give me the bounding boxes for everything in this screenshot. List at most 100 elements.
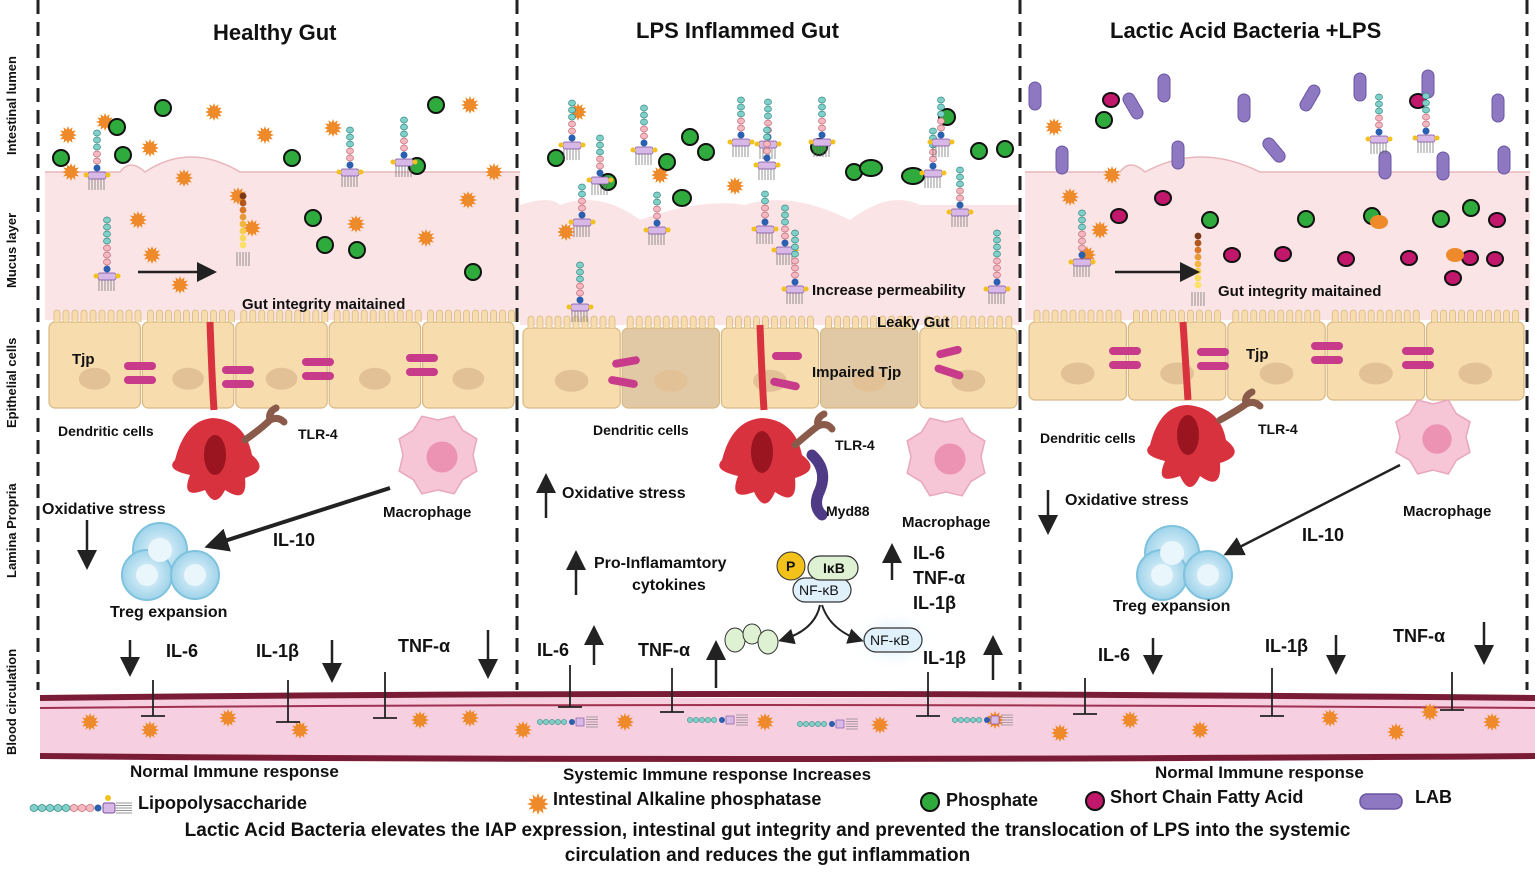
- epithelial-cell: [1425, 321, 1525, 401]
- lps-molecule: [952, 714, 1013, 726]
- iap-particle: [1045, 118, 1063, 136]
- lps-molecule: [983, 229, 1011, 304]
- iap-particle: [1446, 248, 1464, 262]
- phosphate-particle: [672, 189, 692, 207]
- scfa-particle: [1110, 208, 1128, 224]
- iap-particle: [1421, 703, 1439, 721]
- dendritic-label-lps: Dendritic cells: [593, 422, 689, 438]
- lps-molecule: [781, 229, 809, 304]
- macrophages: [398, 399, 1471, 497]
- scfa-particle: [1102, 92, 1120, 108]
- tight-junction: [936, 345, 962, 359]
- iap-particle: [459, 191, 477, 209]
- epithelial-cell: [522, 327, 621, 409]
- response-label-lps: Systemic Immune response Increases: [563, 765, 872, 784]
- cell-nucleus: [172, 367, 204, 390]
- tight-junction: [934, 364, 964, 380]
- iap-particle: [871, 716, 889, 734]
- scfa-particle: [1444, 270, 1462, 286]
- lps-molecule: [1365, 93, 1393, 154]
- phosphate-particle: [970, 142, 988, 160]
- mucus-layer-healthy: [45, 156, 520, 320]
- iap-particle: [1321, 709, 1339, 727]
- legend-lps-icon: [29, 795, 132, 814]
- epithelial-cell: [1127, 321, 1227, 401]
- dendritic-cell-lab: [1147, 321, 1264, 487]
- iap-particle: [205, 103, 223, 121]
- tight-junction: [770, 377, 800, 391]
- iap-particle: [651, 166, 669, 184]
- lps-molecule: [751, 190, 779, 244]
- iap-particle: [726, 177, 744, 195]
- cell-nucleus: [554, 369, 589, 392]
- phosphate-particle: [1201, 211, 1219, 229]
- label-lamina-propria: Lamina Propria: [4, 483, 19, 578]
- lab-bacterium: [1171, 140, 1185, 170]
- caption-line2: circulation and reduces the gut inflamma…: [564, 845, 971, 866]
- lps-molecule: [643, 191, 671, 245]
- iap-particle: [461, 96, 479, 114]
- legend-iap-icon: [527, 793, 549, 815]
- lab-bacterium: [1491, 93, 1505, 123]
- tight-junction: [1311, 342, 1343, 350]
- tjp-label-lab: Tjp: [1246, 346, 1269, 363]
- label-epithelial-cells: Epithelial cells: [4, 337, 19, 428]
- iap-particles: [59, 96, 1501, 742]
- phosphate-particle: [304, 209, 322, 227]
- tlr4-label-lps: TLR-4: [835, 437, 875, 453]
- impaired-tjp-label: Impaired Tjp: [812, 364, 902, 381]
- dendritic-cell-healthy: [172, 321, 288, 500]
- scfa-particle: [1488, 212, 1506, 228]
- phosphate-particle: [996, 140, 1014, 158]
- phosphate-particle: [681, 128, 699, 146]
- nfkb-complex: [724, 551, 938, 672]
- cytokine-il6-label: IL-6: [913, 543, 946, 563]
- iap-particle: [1051, 724, 1069, 742]
- lab-bacterium: [1262, 137, 1286, 163]
- processed-lps: [236, 192, 250, 266]
- phosphate-particle: [658, 153, 676, 171]
- tight-junction: [1109, 361, 1141, 369]
- iap-particle: [514, 721, 532, 739]
- iap-particle: [229, 187, 247, 205]
- iap-particle: [96, 113, 114, 131]
- iap-particle: [1370, 215, 1388, 229]
- tight-junction: [1197, 348, 1229, 356]
- iap-particle: [219, 709, 237, 727]
- phosphate-particle: [427, 96, 445, 114]
- iap-particle: [59, 126, 77, 144]
- lab-bacterium: [1055, 145, 1069, 175]
- iap-particle: [81, 713, 99, 731]
- tight-junction: [406, 368, 438, 376]
- legend-scfa-icon: [1085, 791, 1105, 811]
- iap-particle: [1061, 188, 1079, 206]
- lps-molecule: [83, 129, 111, 190]
- cytokine-arrows: [77, 473, 1494, 688]
- cell-nucleus: [452, 367, 485, 390]
- cell-nucleus: [1458, 362, 1493, 385]
- tjp-label-healthy: Tjp: [72, 351, 95, 368]
- cytokine-il1b-label: IL-1β: [913, 593, 956, 613]
- dendritic-label-lab: Dendritic cells: [1040, 430, 1136, 446]
- macrophage-nucleus: [426, 441, 458, 473]
- cell-nucleus: [1259, 362, 1294, 385]
- lps-molecule: [586, 134, 614, 195]
- tnfa-label-healthy: TNF-α: [398, 636, 451, 656]
- iap-particle: [141, 139, 159, 157]
- panel-dividers: [36, 0, 1529, 690]
- il6-label-healthy: IL-6: [166, 641, 199, 661]
- scfa-particle: [1154, 190, 1172, 206]
- iap-particle: [1091, 221, 1109, 239]
- legend-iap-label: Intestinal Alkaline phosphatase: [553, 789, 822, 809]
- epithelial-cell: [621, 327, 721, 409]
- epithelium-lab: [1028, 309, 1525, 401]
- treg-label-lab: Treg expansion: [1113, 598, 1231, 615]
- label-intestinal-lumen: Intestinal lumen: [4, 56, 19, 155]
- phosphate-particle: [859, 159, 883, 177]
- macrophage-label-healthy: Macrophage: [383, 504, 472, 521]
- cell-nucleus: [653, 369, 688, 392]
- iap-particle: [324, 119, 342, 137]
- scfa-particle: [1223, 247, 1241, 263]
- tnfa-label-lps: TNF-α: [638, 640, 691, 660]
- phosphate-particle: [1432, 210, 1450, 228]
